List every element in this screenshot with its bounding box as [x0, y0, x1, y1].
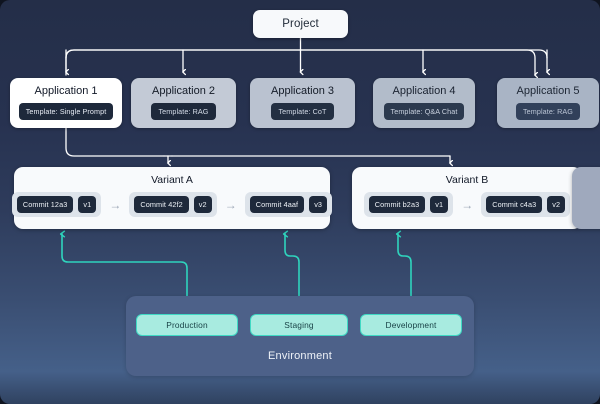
- commit-hash: Commit 12a3: [16, 196, 74, 213]
- application-card-2[interactable]: Application 2 Template: RAG: [131, 78, 236, 128]
- wire-project-to-applications: [66, 37, 547, 75]
- application-name: Application 2: [152, 85, 215, 97]
- variant-card-b[interactable]: Variant B Commit b2a3 v1 → Commit c4a3 v…: [352, 167, 582, 229]
- step-arrow-icon: →: [224, 197, 237, 212]
- environment-chip-label: Production: [166, 320, 208, 330]
- application-name: Application 3: [271, 85, 334, 97]
- step-arrow-icon: →: [461, 197, 474, 212]
- commit-chain: Commit 12a3 v1 → Commit 42f2 v2 → Commit…: [11, 192, 333, 217]
- application-card-3[interactable]: Application 3 Template: CoT: [250, 78, 355, 128]
- commit-group[interactable]: Commit b2a3 v1: [363, 192, 454, 217]
- commit-hash: Commit 42f2: [134, 196, 189, 213]
- application-template-badge: Template: RAG: [515, 103, 581, 120]
- variant-name: Variant A: [151, 174, 193, 186]
- commit-group[interactable]: Commit 42f2 v2: [129, 192, 217, 217]
- application-template-badge: Template: RAG: [151, 103, 216, 120]
- environment-chip-label: Staging: [284, 320, 314, 330]
- environment-chip-development[interactable]: Development: [360, 314, 462, 336]
- commit-version: v2: [547, 196, 566, 213]
- environment-chip-production[interactable]: Production: [136, 314, 238, 336]
- environment-label: Environment: [268, 350, 332, 362]
- commit-chain: Commit b2a3 v1 → Commit c4a3 v2: [363, 192, 571, 217]
- commit-hash: Commit 4aaf: [249, 196, 305, 213]
- project-node[interactable]: Project: [253, 10, 348, 38]
- application-card-4[interactable]: Application 4 Template: Q&A Chat: [373, 78, 475, 128]
- commit-group[interactable]: Commit c4a3 v2: [481, 192, 571, 217]
- commit-version: v1: [78, 196, 97, 213]
- commit-group[interactable]: Commit 12a3 v1: [11, 192, 102, 217]
- application-card-1[interactable]: Application 1 Template: Single Prompt: [10, 78, 122, 128]
- environment-chip-staging[interactable]: Staging: [250, 314, 348, 336]
- commit-version: v2: [193, 196, 212, 213]
- commit-group[interactable]: Commit 4aaf v3: [244, 192, 333, 217]
- environment-chip-label: Development: [385, 320, 437, 330]
- application-name: Application 5: [516, 85, 580, 97]
- commit-hash: Commit b2a3: [368, 196, 426, 213]
- application-template-badge: Template: CoT: [271, 103, 334, 120]
- application-card-5[interactable]: Application 5 Template: RAG: [497, 78, 599, 128]
- step-arrow-icon: →: [109, 197, 122, 212]
- application-name: Application 1: [34, 85, 98, 97]
- commit-hash: Commit c4a3: [486, 196, 543, 213]
- commit-version: v3: [309, 196, 328, 213]
- variant-name: Variant B: [445, 174, 489, 186]
- variant-card-a[interactable]: Variant A Commit 12a3 v1 → Commit 42f2 v…: [11, 167, 333, 229]
- application-template-badge: Template: Q&A Chat: [383, 103, 465, 120]
- variant-card-c-clipped[interactable]: Com: [572, 167, 600, 229]
- project-label: Project: [282, 18, 319, 30]
- application-template-badge: Template: Single Prompt: [18, 103, 114, 120]
- wire-application1-to-variants: [65, 127, 450, 163]
- commit-version: v1: [430, 196, 449, 213]
- application-name: Application 4: [392, 85, 456, 97]
- environment-panel: Environment: [126, 296, 474, 376]
